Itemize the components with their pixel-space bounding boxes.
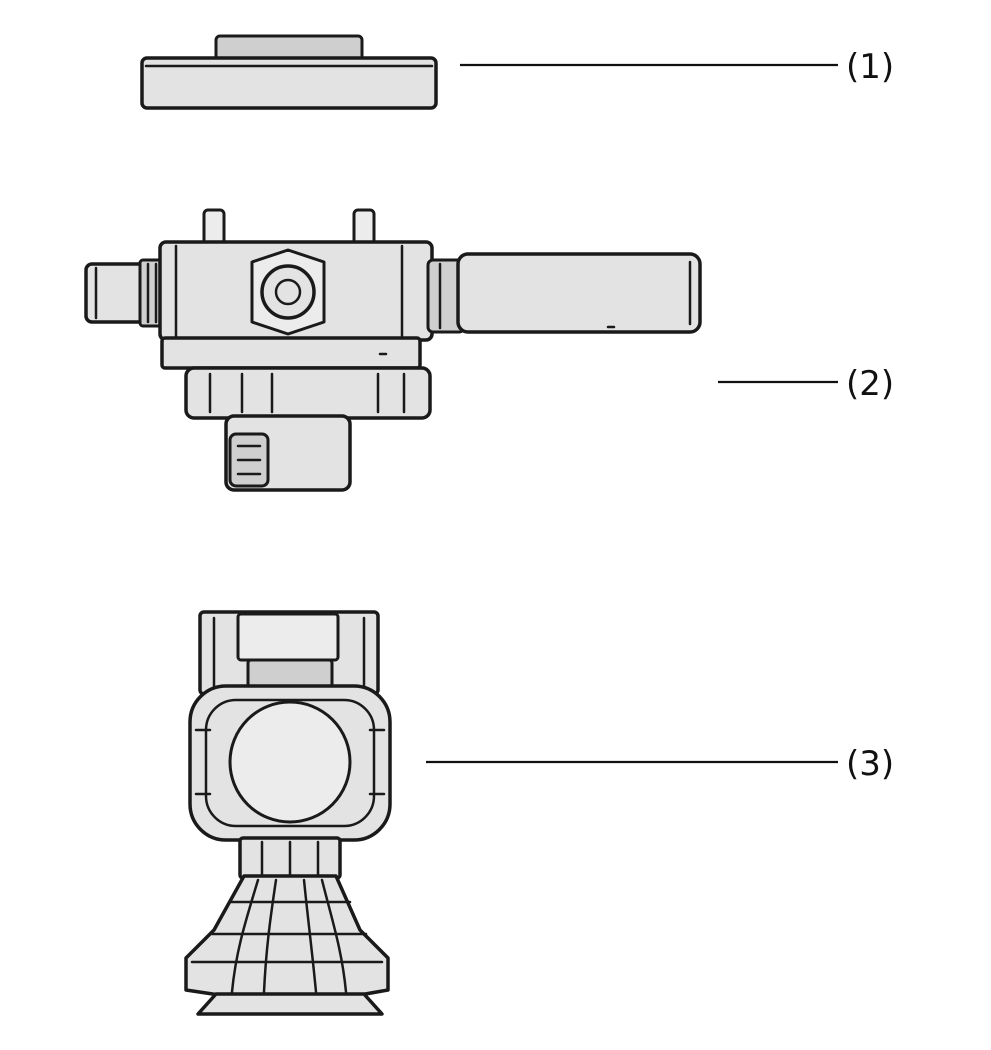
part-1-cover-plate bbox=[140, 34, 438, 110]
callout-label-2: (2) bbox=[846, 364, 894, 404]
part-2-housing bbox=[84, 208, 702, 492]
callout-label-1: (1) bbox=[846, 47, 894, 87]
callout-3: (3) bbox=[426, 744, 894, 784]
part-3-suction-unit bbox=[184, 610, 392, 1016]
callout-1: (1) bbox=[460, 47, 894, 87]
callout-label-3: (3) bbox=[846, 744, 894, 784]
callout-2: (2) bbox=[718, 364, 894, 404]
